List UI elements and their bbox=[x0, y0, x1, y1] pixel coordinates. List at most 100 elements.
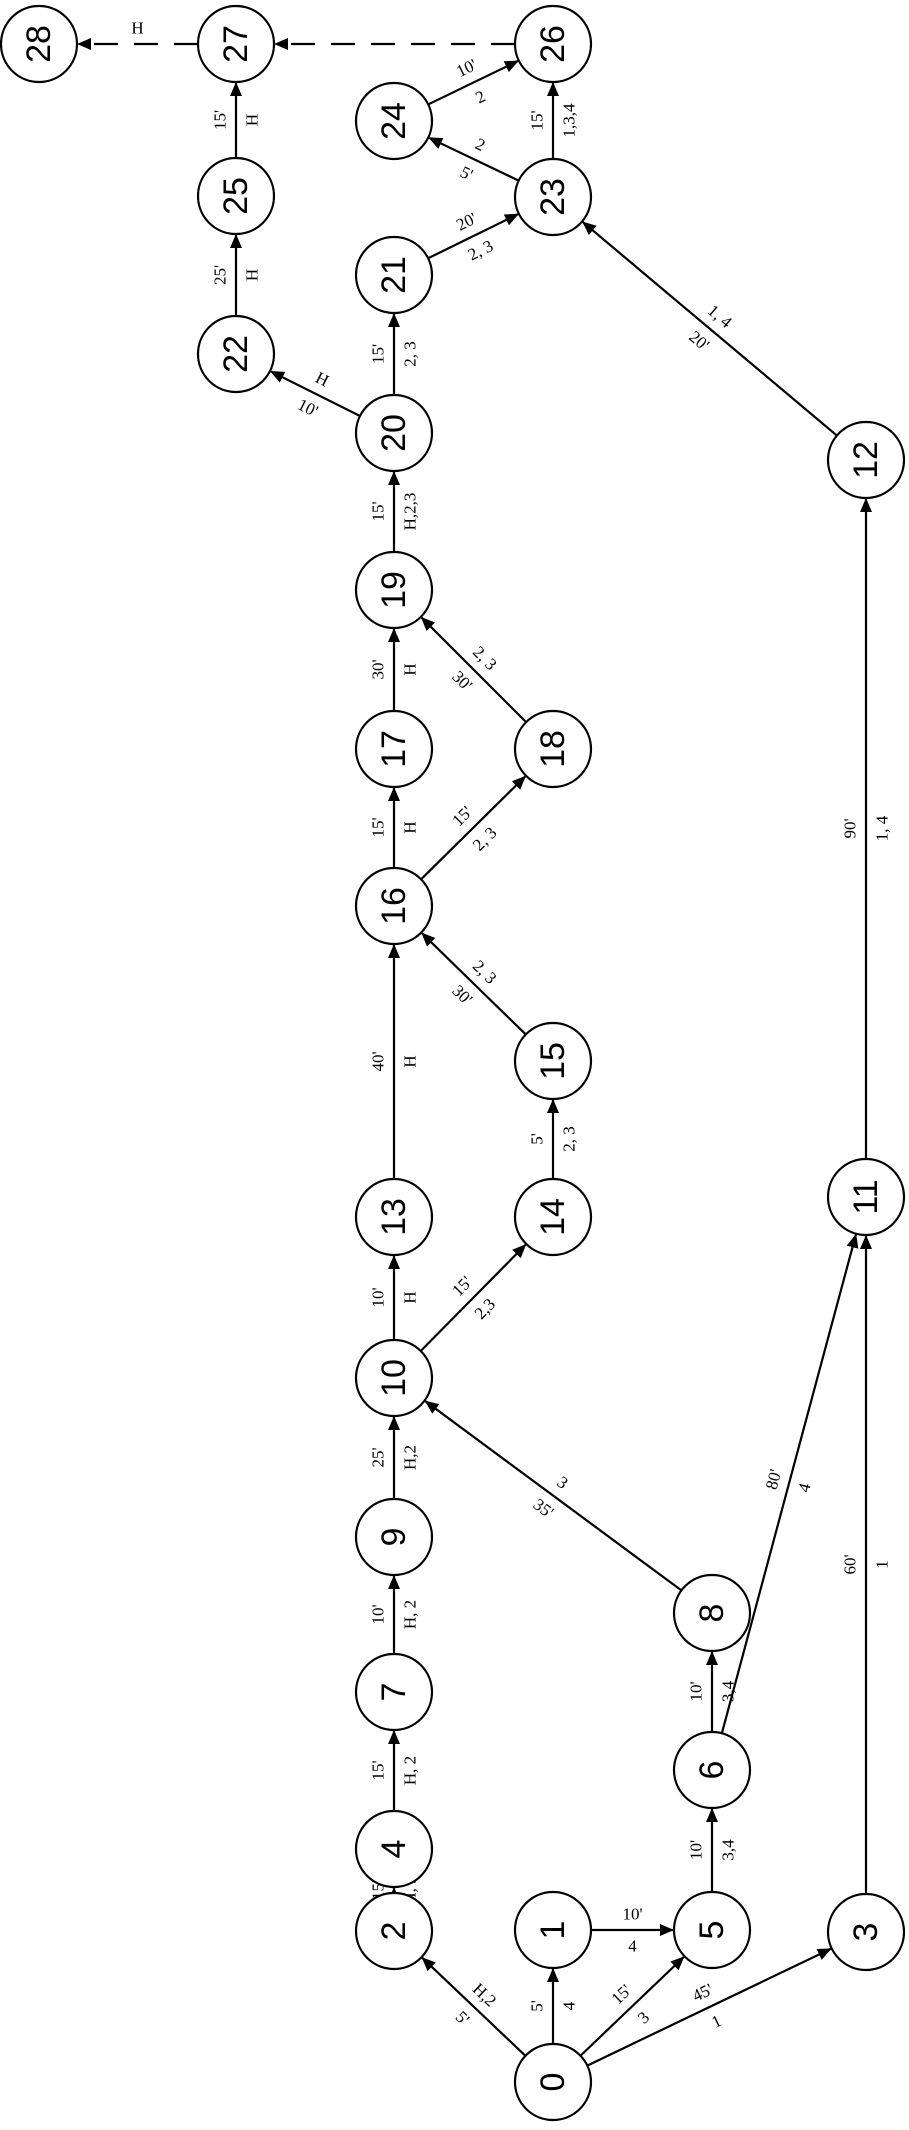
node-9: 9 bbox=[354, 1497, 434, 1577]
node-20: 20 bbox=[354, 393, 434, 473]
node-13: 13 bbox=[354, 1177, 434, 1257]
node-circle bbox=[826, 420, 906, 500]
node-circle bbox=[672, 1573, 752, 1653]
edge-line bbox=[720, 1233, 859, 1734]
node-circle bbox=[196, 156, 276, 236]
edge-resource-label: 1 bbox=[708, 2011, 724, 2032]
edge-resource-label: 1, 4 bbox=[873, 815, 892, 841]
edge-line bbox=[421, 1957, 527, 2057]
edge-resource-label: 2 bbox=[473, 86, 489, 107]
node-label: 7 bbox=[375, 1683, 413, 1702]
edge-resource-label: 1 bbox=[873, 1560, 892, 1569]
node-label: 16 bbox=[375, 887, 413, 925]
edge-resource-label: 3,4 bbox=[719, 1839, 738, 1861]
node-circle bbox=[513, 709, 593, 789]
node-circle bbox=[354, 1177, 434, 1257]
node-label: 25 bbox=[217, 177, 255, 215]
node-label: 0 bbox=[534, 2073, 572, 2092]
edge-time-label: 15' bbox=[448, 802, 476, 830]
edge-resource-label: 4 bbox=[560, 2001, 579, 2010]
edge-time-label: 10' bbox=[453, 55, 479, 81]
node-25: 25 bbox=[196, 156, 276, 236]
node-label: 18 bbox=[534, 730, 572, 768]
edge-resource-label: H, 2 bbox=[401, 1600, 420, 1629]
node-circle bbox=[826, 1157, 906, 1237]
edge-0-5: 15'3 bbox=[579, 1956, 685, 2057]
node-label: 26 bbox=[534, 25, 572, 63]
node-label: 27 bbox=[217, 25, 255, 63]
node-circle bbox=[354, 550, 434, 630]
edge-6-8: 10'3,4 bbox=[687, 1651, 738, 1732]
edge-line bbox=[421, 932, 527, 1036]
edge-time-label: 5' bbox=[452, 2007, 473, 2029]
edge-line bbox=[420, 616, 527, 723]
edge-time-label: 20' bbox=[685, 327, 713, 354]
edge-resource-label: H bbox=[243, 269, 262, 281]
edge-resource-label: H bbox=[401, 1291, 420, 1303]
node-label: 5 bbox=[693, 1921, 731, 1940]
node-label: 22 bbox=[217, 335, 255, 373]
edge-time-label: 30' bbox=[448, 667, 476, 695]
node-circle bbox=[354, 1891, 434, 1971]
node-label: 17 bbox=[375, 730, 413, 768]
node-label: 9 bbox=[375, 1528, 413, 1547]
edge-time-label: 25' bbox=[211, 265, 230, 285]
node-label: 6 bbox=[693, 1761, 731, 1780]
edge-time-label: 80' bbox=[762, 1467, 786, 1491]
edge-24-26: 10'2 bbox=[427, 55, 519, 107]
node-circle bbox=[672, 1730, 752, 1810]
node-circle bbox=[513, 157, 593, 237]
edge-time-label: 40' bbox=[369, 1051, 388, 1071]
edge-line bbox=[582, 221, 838, 437]
edge-resource-label: H bbox=[401, 663, 420, 675]
edge-time-label: 15' bbox=[369, 1760, 388, 1780]
node-16: 16 bbox=[354, 866, 434, 946]
edge-time-label: 15' bbox=[448, 1272, 476, 1300]
edge-line bbox=[427, 213, 519, 260]
node-28: 28 bbox=[0, 4, 79, 84]
edge-resource-label: 2,3 bbox=[471, 1295, 499, 1323]
node-circle bbox=[513, 1890, 593, 1970]
edge-resource-label: 4 bbox=[794, 1481, 815, 1495]
node-circle bbox=[354, 393, 434, 473]
edge-22-25: 25' H bbox=[211, 234, 262, 316]
edge-resource-label: 3 bbox=[634, 2008, 653, 2028]
edge-0-1: 5' 4 bbox=[528, 1968, 579, 2044]
edge-13-16: 40'H bbox=[369, 944, 420, 1179]
edge-15-16: 30'2, 3 bbox=[421, 932, 527, 1036]
node-circle bbox=[513, 1021, 593, 1101]
node-circle bbox=[513, 4, 593, 84]
node-label: 12 bbox=[847, 441, 885, 479]
node-label: 19 bbox=[375, 571, 413, 609]
edge-resource-label: H bbox=[312, 368, 331, 390]
node-circle bbox=[0, 4, 79, 84]
node-label: 2 bbox=[375, 1922, 413, 1941]
edge-1-5: 10'4 bbox=[591, 1905, 674, 1956]
node-circle bbox=[196, 314, 276, 394]
edge-time-label: 35' bbox=[530, 1495, 557, 1522]
node-circle bbox=[672, 1890, 752, 1970]
edge-time-label: 45' bbox=[689, 1980, 715, 2006]
node-4: 4 bbox=[354, 1809, 434, 1889]
edge-time-label: 5' bbox=[528, 2000, 547, 2012]
node-24: 24 bbox=[354, 81, 434, 161]
edge-27-28: H bbox=[77, 19, 198, 50]
edge-time-label: 10' bbox=[295, 395, 321, 421]
node-22: 22 bbox=[196, 314, 276, 394]
edge-10-14: 15'2,3 bbox=[419, 1243, 527, 1352]
edge-18-19: 30'2, 3 bbox=[420, 616, 527, 723]
edge-5-6: 10'3,4 bbox=[687, 1808, 738, 1892]
edge-23-24: 5'2 bbox=[428, 134, 520, 185]
edge-time-label: 5' bbox=[457, 162, 476, 184]
node-15: 15 bbox=[513, 1021, 593, 1101]
edge-time-label: 10' bbox=[622, 1905, 642, 1924]
edge-11-12: 90'1, 4 bbox=[841, 498, 892, 1159]
edge-0-2: 5'H,2 bbox=[421, 1957, 527, 2057]
edge-time-label: 15' bbox=[369, 501, 388, 521]
edge-3-11: 60'1 bbox=[841, 1235, 892, 1894]
edge-21-23: 20'2, 3 bbox=[427, 209, 519, 265]
node-19: 19 bbox=[354, 550, 434, 630]
node-label: 23 bbox=[534, 178, 572, 216]
edge-line bbox=[420, 775, 527, 881]
